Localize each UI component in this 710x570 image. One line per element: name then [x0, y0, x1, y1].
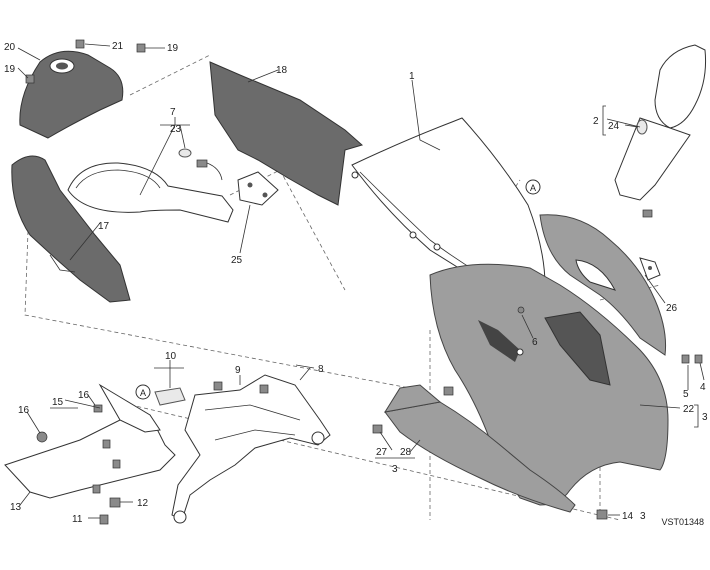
callout-3-lower: 3: [392, 464, 398, 475]
svg-text:A: A: [530, 183, 536, 193]
callout-labels: 1 2 3 3 3 4 5 6 7 8 9 10 11 12 13 14 15 …: [4, 41, 708, 525]
callout-20: 20: [4, 42, 16, 53]
callout-19-left: 19: [4, 64, 16, 75]
part-27-lower-fairing: [372, 384, 576, 513]
callout-8: 8: [318, 364, 324, 375]
callout-21: 21: [112, 41, 124, 52]
callout-23: 23: [170, 124, 182, 135]
group-brackets: [50, 105, 699, 459]
svg-text:A: A: [140, 388, 146, 398]
part-20-inner-duct-upper: [19, 50, 124, 139]
callout-27: 27: [376, 447, 388, 458]
callout-14: 14: [622, 511, 634, 522]
part-17-inner-duct-lower: [11, 155, 131, 303]
marker-a-windscreen: A: [525, 179, 541, 195]
callout-28: 28: [400, 447, 412, 458]
part-22-front-fairing: [429, 214, 669, 506]
part-2-right-mirror: [614, 44, 706, 218]
callout-13: 13: [10, 502, 22, 513]
part-7-mirror: [67, 148, 234, 223]
callout-3-fairing: 3: [702, 412, 708, 423]
part-1-windscreen: [351, 117, 546, 301]
callout-25: 25: [231, 255, 243, 266]
callout-24: 24: [608, 121, 620, 132]
marker-a-frame: A: [135, 384, 151, 400]
callout-3-screw: 3: [640, 511, 646, 522]
part-18-inner-duct-right: [209, 61, 364, 206]
callout-9: 9: [235, 365, 241, 376]
part-13-lower-panel: [4, 383, 176, 499]
callout-6: 6: [532, 337, 538, 348]
callout-1: 1: [409, 71, 415, 82]
part-8-front-frame: [171, 374, 331, 524]
callout-18: 18: [276, 65, 288, 76]
callout-17: 17: [98, 221, 110, 232]
callout-16-upper: 16: [78, 390, 90, 401]
callout-12: 12: [137, 498, 149, 509]
part-10-clip: [154, 387, 186, 406]
callout-15: 15: [52, 397, 64, 408]
callout-7: 7: [170, 107, 176, 118]
part-25-mirror-bracket: [237, 171, 279, 206]
hardware-fasteners: [25, 39, 703, 525]
callout-22: 22: [683, 404, 695, 415]
callout-19-right: 19: [167, 43, 179, 54]
callout-26: 26: [666, 303, 678, 314]
callout-16-lower: 16: [18, 405, 30, 416]
callout-11: 11: [72, 514, 83, 525]
callout-4: 4: [700, 382, 706, 393]
callout-10: 10: [165, 351, 177, 362]
callout-2: 2: [593, 116, 599, 127]
drawing-reference-code: VST01348: [661, 517, 704, 527]
callout-5: 5: [683, 389, 689, 400]
part-26-bracket: [639, 257, 661, 281]
